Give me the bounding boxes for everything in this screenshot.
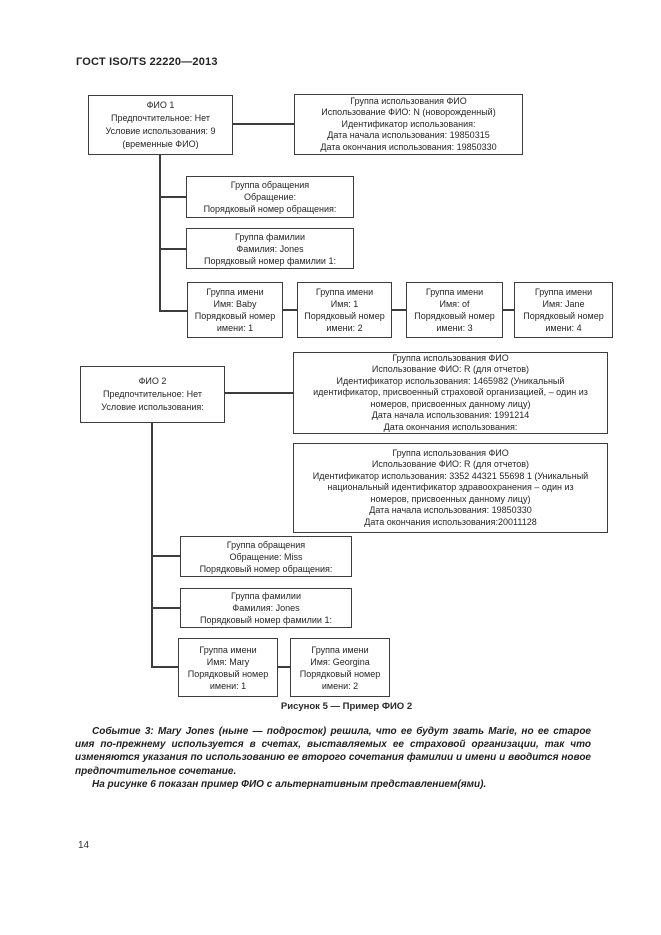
box-line: Имя: of bbox=[439, 299, 470, 309]
given-name6-box: Группа имени Имя: Georgina Порядковый но… bbox=[290, 638, 390, 697]
connector-line bbox=[153, 666, 178, 668]
page-header: ГОСТ ISO/TS 22220—2013 bbox=[76, 56, 218, 68]
given-name1-box: Группа имени Имя: Baby Порядковый номер … bbox=[187, 282, 283, 338]
box-line: Порядковый номер bbox=[194, 311, 276, 321]
connector-line bbox=[278, 666, 290, 668]
fio1-box: ФИО 1 Предпочтительное: Нет Условие испо… bbox=[88, 95, 233, 155]
usage-group2b-box: Группа использования ФИО Использование Ф… bbox=[293, 443, 608, 533]
given-name2-box: Группа имени Имя: 1 Порядковый номер име… bbox=[297, 282, 392, 338]
given-name3-box: Группа имени Имя: of Порядковый номер им… bbox=[406, 282, 503, 338]
box-line: национальный идентификатор здравоохранен… bbox=[327, 482, 574, 493]
box-line: Использование ФИО: N (новорожденный) bbox=[321, 107, 496, 118]
box-line: имени: 2 bbox=[326, 323, 363, 333]
box-line: ФИО 2 bbox=[138, 376, 167, 386]
box-line: Группа использования ФИО bbox=[392, 448, 509, 459]
box-line: Имя: 1 bbox=[330, 299, 359, 309]
box-line: Идентификатор использования: 3352 44321 … bbox=[312, 470, 589, 481]
box-line: Предпочтительное: Нет bbox=[110, 113, 211, 123]
box-line: номеров, присвоенных данному лицу) bbox=[370, 398, 531, 409]
box-line: номеров, присвоенных данному лицу) bbox=[370, 493, 531, 504]
connector-line bbox=[392, 309, 406, 311]
family-group1-box: Группа фамилии Фамилия: Jones Порядковый… bbox=[186, 228, 354, 269]
box-line: Группа фамилии bbox=[231, 591, 301, 601]
box-line: Обращение: bbox=[244, 192, 296, 202]
connector-line bbox=[503, 309, 514, 311]
box-line: Группа обращения bbox=[230, 180, 310, 190]
box-line: Условие использования: bbox=[101, 402, 204, 412]
box-line: Дата начала использования: 19850315 bbox=[327, 130, 490, 141]
box-line: Порядковый номер фамилии 1: bbox=[200, 615, 332, 625]
box-line: имени: 3 bbox=[436, 323, 473, 333]
usage-group2a-box: Группа использования ФИО Использование Ф… bbox=[293, 352, 608, 434]
box-line: Порядковый номер bbox=[187, 668, 269, 679]
connector-line bbox=[225, 392, 293, 394]
box-line: Группа использования ФИО bbox=[392, 353, 509, 364]
box-line: Фамилия: Jones bbox=[232, 603, 300, 613]
box-line: ФИО 1 bbox=[146, 100, 175, 110]
paragraph: На рисунке 6 показан пример ФИО с альтер… bbox=[92, 778, 487, 790]
box-line: Условие использования: 9 bbox=[105, 126, 216, 136]
box-line: Дата начала использования: 1991214 bbox=[371, 410, 530, 421]
box-line: Группа имени bbox=[311, 644, 369, 655]
box-line: Группа имени bbox=[315, 287, 374, 297]
box-line: имени: 1 bbox=[216, 323, 254, 333]
connector-line bbox=[283, 309, 297, 311]
connector-line bbox=[161, 196, 186, 198]
connector-line bbox=[153, 555, 180, 557]
connector-line bbox=[151, 423, 153, 668]
box-line: Группа имени bbox=[425, 287, 484, 297]
box-line: Группа имени bbox=[199, 644, 257, 655]
vocative-group2-box: Группа обращения Обращение: Miss Порядко… bbox=[180, 536, 352, 577]
box-line: (временные ФИО) bbox=[122, 139, 199, 149]
usage-group1-box: Группа использования ФИО Использование Ф… bbox=[294, 94, 523, 155]
box-line: Дата начала использования: 19850330 bbox=[369, 505, 532, 516]
box-line: Порядковый номер bbox=[304, 311, 385, 321]
box-line: Имя: Baby bbox=[213, 299, 257, 309]
box-line: Группа имени bbox=[534, 287, 593, 297]
connector-line bbox=[159, 155, 161, 312]
box-line: Идентификатор использования: bbox=[341, 118, 476, 129]
box-line: Обращение: Miss bbox=[229, 551, 303, 562]
box-line: идентификатор, присвоенный страховой орг… bbox=[313, 387, 588, 398]
family-group2-box: Группа фамилии Фамилия: Jones Порядковый… bbox=[180, 588, 352, 628]
box-line: Группа использования ФИО bbox=[350, 95, 467, 106]
connector-line bbox=[153, 607, 180, 609]
box-line: имени: 1 bbox=[209, 680, 247, 691]
box-line: Порядковый номер bbox=[414, 311, 495, 321]
box-line: Использование ФИО: R (для отчетов) bbox=[371, 459, 530, 470]
box-line: Фамилия: Jones bbox=[236, 243, 304, 254]
box-line: имени: 2 bbox=[321, 680, 359, 691]
box-line: Порядковый номер bbox=[523, 311, 604, 321]
box-line: Идентификатор использования: 1465982 (Ун… bbox=[336, 375, 565, 386]
body-text: Событие 3: Mary Jones (ныне — подросток)… bbox=[75, 725, 591, 791]
box-line: Дата окончания использования: 19850330 bbox=[320, 141, 497, 152]
connector-line bbox=[161, 248, 186, 250]
box-line: Предпочтительное: Нет bbox=[102, 389, 203, 399]
box-line: Имя: Georgina bbox=[310, 656, 370, 667]
given-name4-box: Группа имени Имя: Jane Порядковый номер … bbox=[514, 282, 613, 338]
box-line: имени: 4 bbox=[545, 323, 582, 333]
box-line: Порядковый номер обращения: bbox=[199, 563, 333, 574]
box-line: Порядковый номер обращения: bbox=[203, 204, 337, 214]
connector-line bbox=[233, 123, 294, 125]
fio2-box: ФИО 2 Предпочтительное: Нет Условие испо… bbox=[80, 366, 225, 423]
box-line: Имя: Jane bbox=[542, 299, 585, 309]
vocative-group1-box: Группа обращения Обращение: Порядковый н… bbox=[186, 176, 354, 218]
page-number: 14 bbox=[78, 840, 90, 851]
box-line: Порядковый номер bbox=[299, 668, 381, 679]
box-line: Дата окончания использования:20011128 bbox=[364, 516, 537, 527]
paragraph: Событие 3: Mary Jones (ныне — подросток)… bbox=[75, 726, 591, 777]
box-line: Группа имени bbox=[206, 287, 264, 297]
box-line: Имя: Mary bbox=[206, 656, 250, 667]
box-line: Группа обращения bbox=[226, 539, 306, 550]
connector-line bbox=[161, 310, 187, 312]
box-line: Использование ФИО: R (для отчетов) bbox=[371, 364, 530, 375]
given-name5-box: Группа имени Имя: Mary Порядковый номер … bbox=[178, 638, 278, 697]
box-line: Порядковый номер фамилии 1: bbox=[204, 255, 336, 266]
box-line: Дата окончания использования: bbox=[383, 421, 518, 432]
figure-caption: Рисунок 5 — Пример ФИО 2 bbox=[280, 701, 413, 712]
box-line: Группа фамилии bbox=[235, 231, 305, 242]
